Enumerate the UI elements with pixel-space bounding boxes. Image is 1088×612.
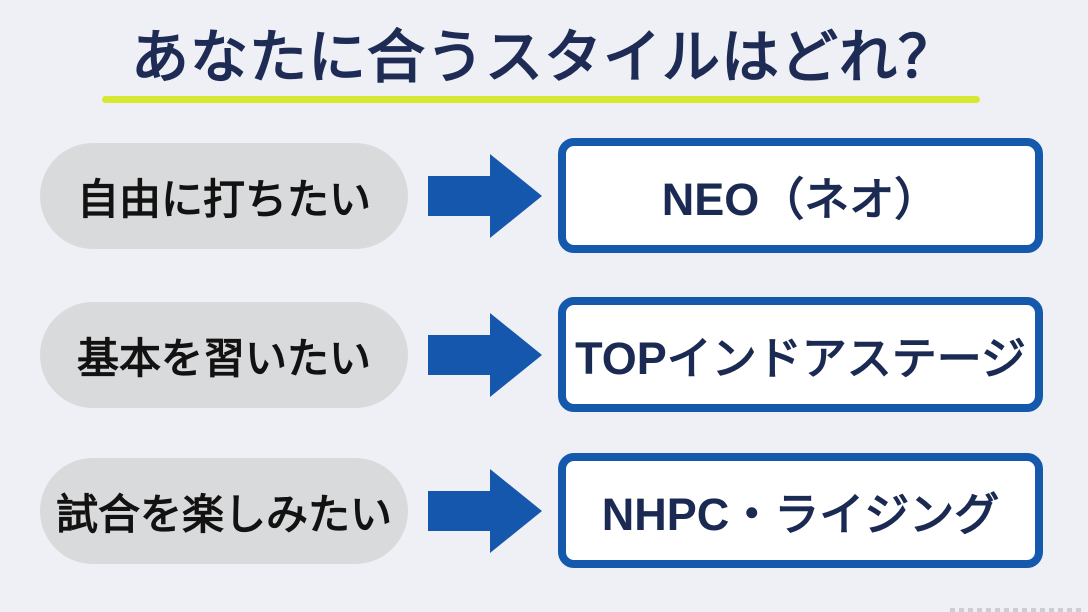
watermark-fragment [950,608,1082,612]
mapping-row-2: 基本を習いたい TOPインドアステージ [0,297,1088,412]
need-pill: 基本を習いたい [40,302,408,408]
mapping-row-1: 自由に打ちたい NEO（ネオ） [0,138,1088,253]
style-box: TOPインドアステージ [558,297,1043,412]
arrow-right-icon [428,153,542,238]
need-pill: 自由に打ちたい [40,143,408,249]
arrow-right-icon [428,468,542,553]
mapping-row-3: 試合を楽しみたい NHPC・ライジング [0,453,1088,568]
need-pill: 試合を楽しみたい [40,458,408,564]
page-title: あなたに合うスタイルはどれ？ [130,25,957,90]
style-box: NEO（ネオ） [558,138,1043,253]
arrow-right-icon [428,312,542,397]
title-underline [102,96,980,103]
style-box: NHPC・ライジング [558,453,1043,568]
